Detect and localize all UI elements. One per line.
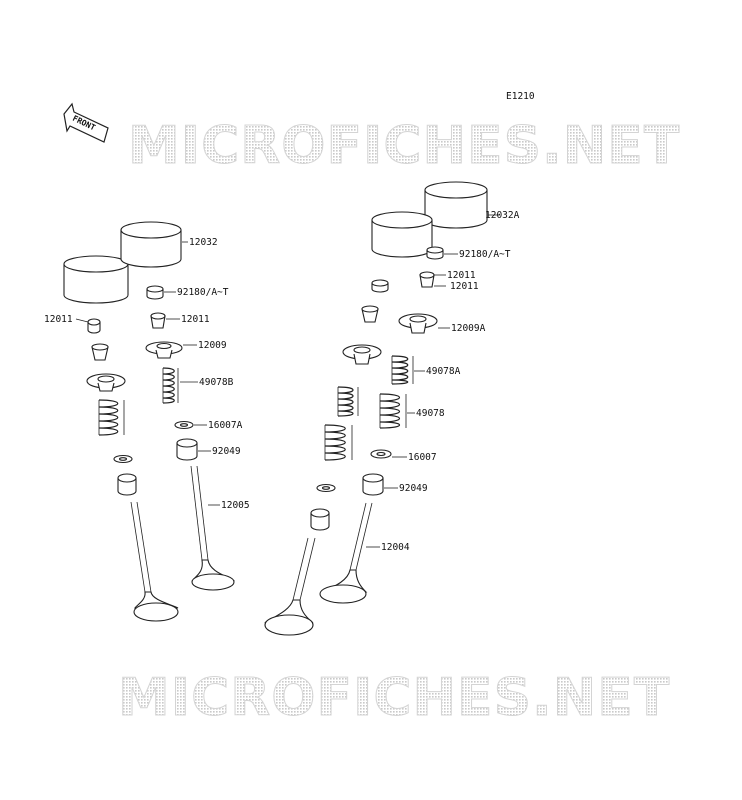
seal-92049-left <box>176 438 198 461</box>
washer-16007 <box>370 449 392 459</box>
seal-92049-right <box>362 473 384 496</box>
tappet-12032a <box>424 181 488 229</box>
label-12011-right-a: 12011 <box>447 270 476 281</box>
watermark-bottom: MICROFICHES.NET <box>118 668 670 728</box>
cotter-12011-left-a <box>87 318 101 334</box>
watermark-top: MICROFICHES.NET <box>128 116 680 176</box>
label-12011-right-b: 12011 <box>450 281 479 292</box>
cotter-left-outer <box>91 343 109 361</box>
retainer-12009 <box>145 341 183 359</box>
seal-right-inner <box>310 508 330 531</box>
retainer-right-inner <box>342 344 382 365</box>
valve-12004 <box>319 502 373 604</box>
label-49078b: 49078B <box>199 377 234 388</box>
spring-left-outer <box>98 399 125 436</box>
tappet-left-outer <box>63 255 129 304</box>
label-92180-left: 92180/A~T <box>177 287 229 298</box>
front-arrow-icon: FRONT <box>63 102 109 143</box>
seal-left-outer <box>117 473 137 496</box>
label-12009a: 12009A <box>451 323 486 334</box>
label-12032a: 12032A <box>485 210 520 221</box>
retainer-12009a <box>398 313 438 334</box>
label-92180-right: 92180/A~T <box>459 249 511 260</box>
shim-92180-left <box>146 285 164 300</box>
label-92049-right: 92049 <box>399 483 428 494</box>
spring-49078 <box>379 393 407 429</box>
label-92049-left: 92049 <box>212 446 241 457</box>
cotter-12011-right-a <box>419 271 435 288</box>
label-12004: 12004 <box>381 542 410 553</box>
label-16007a: 16007A <box>208 420 243 431</box>
spring-49078b <box>162 367 179 404</box>
label-12009: 12009 <box>198 340 227 351</box>
washer-left-outer <box>113 454 133 464</box>
valve-left-outer <box>130 501 179 622</box>
washer-16007a <box>174 420 194 430</box>
label-49078: 49078 <box>416 408 445 419</box>
label-12011-left-a: 12011 <box>44 314 73 325</box>
cotter-12011-left-b <box>150 312 166 329</box>
label-12032: 12032 <box>189 237 218 248</box>
retainer-left-outer <box>86 373 126 392</box>
label-12011-left-b: 12011 <box>181 314 210 325</box>
tappet-right-inner <box>371 211 433 258</box>
label-49078a: 49078A <box>426 366 461 377</box>
shim-right-inner <box>371 279 389 293</box>
valve-12005 <box>190 465 235 591</box>
tappet-12032 <box>120 221 182 268</box>
washer-right-inner <box>316 483 336 493</box>
valve-right-inner <box>264 537 316 636</box>
spring-right-inner-small <box>337 386 359 417</box>
label-16007: 16007 <box>408 452 437 463</box>
cotter-right-inner <box>361 305 379 323</box>
spring-49078a <box>391 355 414 385</box>
diagram-code: E1210 <box>506 91 535 102</box>
shim-92180-right <box>426 246 444 260</box>
label-12005: 12005 <box>221 500 250 511</box>
spring-right-inner-large <box>324 424 353 461</box>
